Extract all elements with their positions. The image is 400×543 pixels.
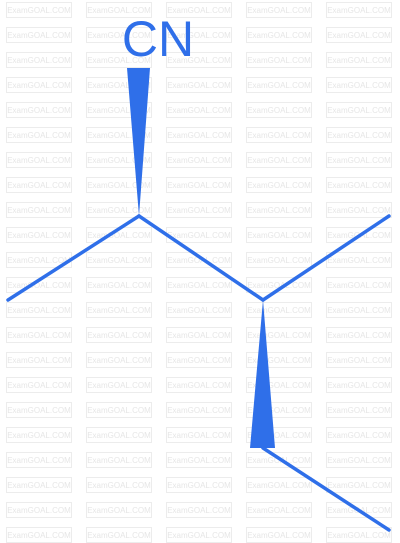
- bond-c3-methyl: [261, 214, 391, 302]
- bond-c2-c3: [137, 214, 265, 302]
- cn-group-label: CN: [122, 11, 194, 67]
- wedge-bond-c3-ethyl: [250, 300, 275, 448]
- bond-ethyl-terminal: [261, 446, 391, 532]
- bond-c2-methyl: [6, 214, 141, 302]
- wedge-bond-to-cn: [127, 68, 150, 216]
